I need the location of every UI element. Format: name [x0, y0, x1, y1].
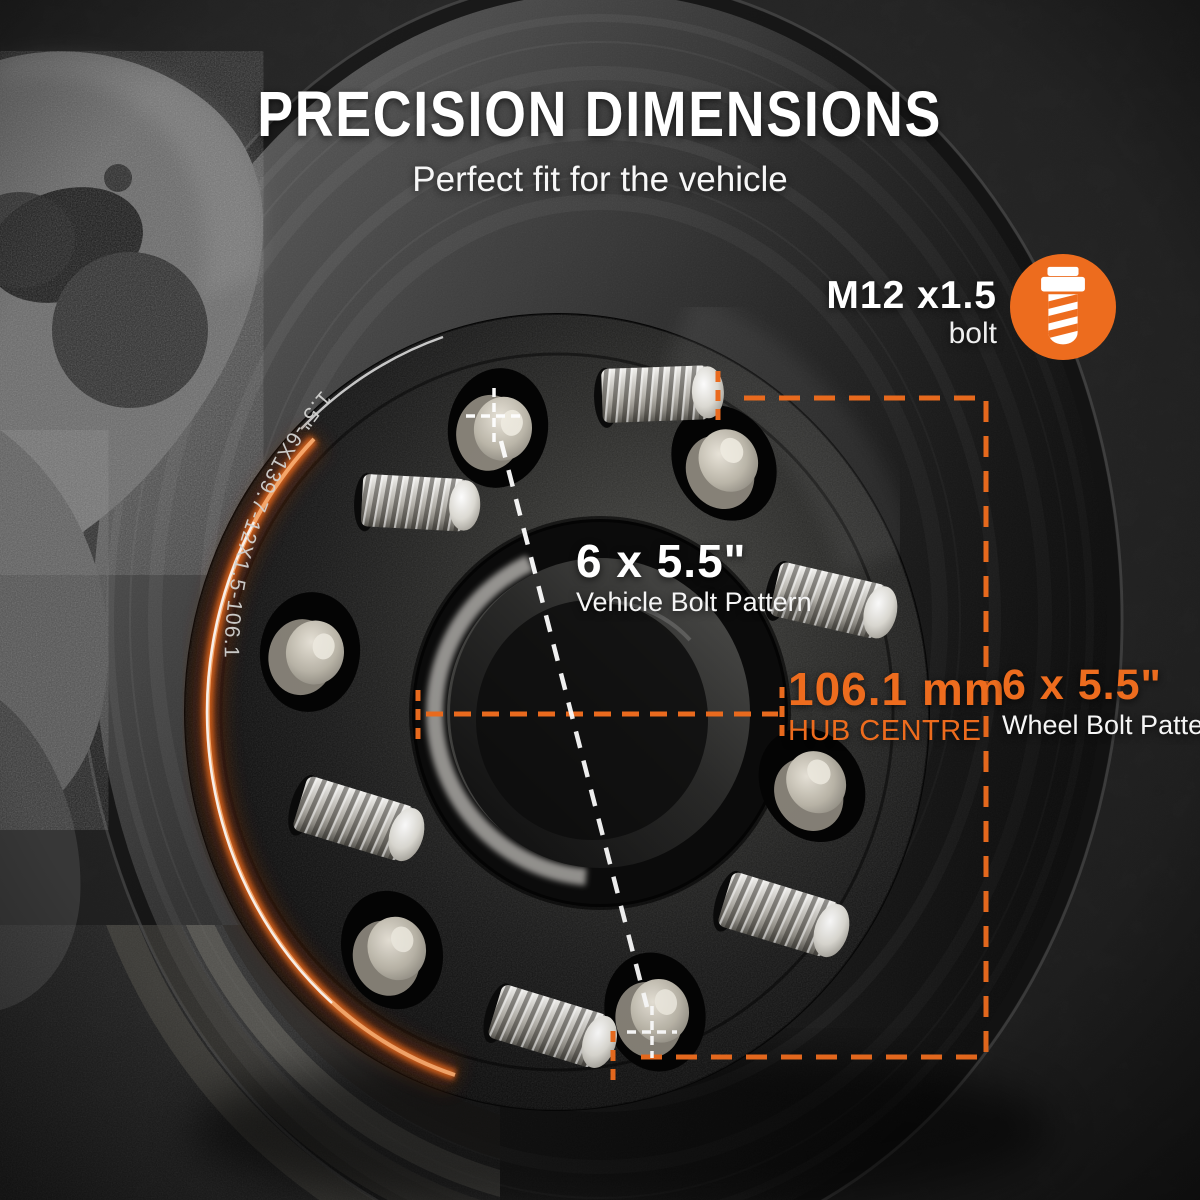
headline-block: PRECISION DIMENSIONS Perfect fit for the…: [0, 82, 1200, 200]
bolt-spec-callout: M12 x1.5 bolt: [826, 276, 997, 349]
bolt-icon: [1041, 266, 1085, 345]
wheel-bolt-pattern-label: Wheel Bolt Pattern: [1002, 710, 1200, 740]
bolt-size-unit: bolt: [948, 317, 997, 350]
wheel-bolt-pattern-value: 6 x 5.5": [1002, 661, 1162, 709]
vehicle-bolt-pattern-callout: 6 x 5.5" Vehicle Bolt Pattern: [576, 538, 812, 616]
bolt-badge: [1010, 254, 1116, 360]
bolt-size-value: M12 x1.5: [826, 274, 997, 317]
vehicle-bolt-pattern-value: 6 x 5.5": [576, 535, 747, 587]
page-title: PRECISION DIMENSIONS: [257, 78, 943, 150]
hub-centre-callout: 106.1 mm HUB CENTRE: [788, 666, 1006, 746]
hub-centre-value: 106.1 mm: [788, 663, 1006, 715]
page-subtitle: Perfect fit for the vehicle: [412, 160, 788, 199]
hub-centre-label: HUB CENTRE: [788, 715, 982, 747]
vehicle-bolt-pattern-label: Vehicle Bolt Pattern: [576, 587, 812, 617]
wheel-bolt-pattern-callout: 6 x 5.5" Wheel Bolt Pattern: [1002, 664, 1200, 739]
